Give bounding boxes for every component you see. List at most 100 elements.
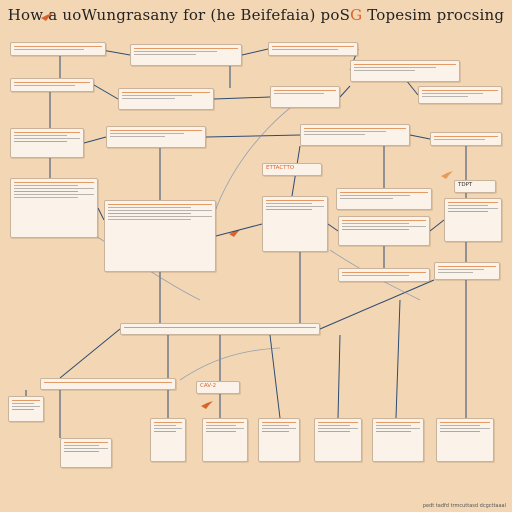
connector-line xyxy=(405,79,419,96)
text-line xyxy=(342,225,426,227)
text-line xyxy=(110,135,166,137)
center-tag: ETTACTTO xyxy=(262,163,322,176)
title-paren: (he Beifefaia) poS xyxy=(210,6,351,24)
text-line xyxy=(14,187,94,189)
connector-line xyxy=(337,334,341,419)
text-line xyxy=(14,84,75,86)
text-line xyxy=(206,427,244,429)
text-line xyxy=(154,421,182,423)
text-line xyxy=(434,138,486,140)
node-text-lines xyxy=(315,419,361,435)
connector-line xyxy=(213,96,271,100)
node-text-lines xyxy=(119,89,213,102)
node-text-lines xyxy=(41,379,175,386)
text-line xyxy=(272,48,338,50)
mid-tag: CAV-2 xyxy=(196,381,240,394)
diagram-node xyxy=(202,418,248,462)
diagram-node xyxy=(258,418,300,462)
node-text-lines xyxy=(373,419,423,435)
text-line xyxy=(14,131,80,133)
diagram-node xyxy=(40,378,176,390)
text-line xyxy=(14,134,67,136)
node-text-lines xyxy=(351,61,459,74)
diagram-node xyxy=(106,126,206,148)
text-line xyxy=(438,268,485,270)
text-line xyxy=(262,430,290,432)
connector-line xyxy=(327,223,339,232)
text-line xyxy=(262,421,296,423)
text-line xyxy=(64,450,100,452)
text-line xyxy=(134,50,218,52)
text-line xyxy=(422,89,498,91)
text-line xyxy=(340,194,411,196)
diagram-node xyxy=(372,418,424,462)
diagram-node xyxy=(150,418,186,462)
diagram-node xyxy=(60,438,112,468)
text-line xyxy=(154,430,177,432)
connector-curve xyxy=(179,347,281,381)
text-line xyxy=(340,197,393,199)
text-line xyxy=(342,271,426,273)
node-text-lines xyxy=(107,127,205,140)
text-line xyxy=(64,444,100,446)
diagram-node xyxy=(436,418,494,462)
text-line xyxy=(438,271,473,273)
bird-icon xyxy=(441,171,453,179)
node-text-lines xyxy=(263,197,327,213)
diagram-node xyxy=(8,396,44,422)
node-text-lines xyxy=(9,397,43,413)
text-line xyxy=(108,218,192,220)
diagram-node xyxy=(104,200,216,272)
connector-line xyxy=(83,136,107,144)
center-tag-label: ETTACTTO xyxy=(266,165,295,171)
text-line xyxy=(12,405,40,407)
text-line xyxy=(154,427,182,429)
text-line xyxy=(14,81,90,83)
text-line xyxy=(266,205,324,207)
connector-line xyxy=(429,219,445,232)
diagram-node xyxy=(10,178,98,238)
text-line xyxy=(272,45,354,47)
text-line xyxy=(12,402,35,404)
node-text-lines xyxy=(203,419,247,435)
text-line xyxy=(440,424,480,426)
node-text-lines xyxy=(11,43,105,53)
diagram-node xyxy=(130,44,242,66)
text-line xyxy=(448,201,498,203)
text-line xyxy=(448,204,488,206)
text-line xyxy=(434,135,498,137)
title-main: How a uoWungrasany for xyxy=(7,6,206,24)
node-text-lines xyxy=(11,179,97,201)
node-text-lines xyxy=(105,201,215,223)
text-line xyxy=(134,47,238,49)
text-line xyxy=(14,196,78,198)
connector-line xyxy=(409,134,431,140)
text-line xyxy=(354,63,456,65)
diagram-node xyxy=(336,188,432,210)
diagram-title: How a uoWungrasany for (he Beifefaia) po… xyxy=(0,6,512,24)
node-text-lines xyxy=(271,87,339,97)
diagram-node xyxy=(120,323,320,335)
node-text-lines xyxy=(339,217,429,233)
text-line xyxy=(206,430,237,432)
diagram-node xyxy=(262,196,328,252)
text-line xyxy=(376,421,420,423)
connector-line xyxy=(97,207,105,221)
footer-note: pedt tadfd trmcuttasd dcgcttaaal xyxy=(422,503,506,509)
text-line xyxy=(206,421,244,423)
text-line xyxy=(274,89,336,91)
node-text-lines xyxy=(419,87,501,100)
text-line xyxy=(64,447,108,449)
node-text-lines xyxy=(269,43,357,53)
connector-line xyxy=(215,223,263,237)
bird-icon xyxy=(41,13,53,21)
text-line xyxy=(12,399,40,401)
bird-icon xyxy=(201,401,213,409)
diagram-node xyxy=(314,418,362,462)
connector-line xyxy=(59,328,121,379)
node-text-lines xyxy=(445,199,501,215)
diagram-node xyxy=(434,262,500,280)
text-line xyxy=(440,427,490,429)
node-text-lines xyxy=(301,125,409,138)
